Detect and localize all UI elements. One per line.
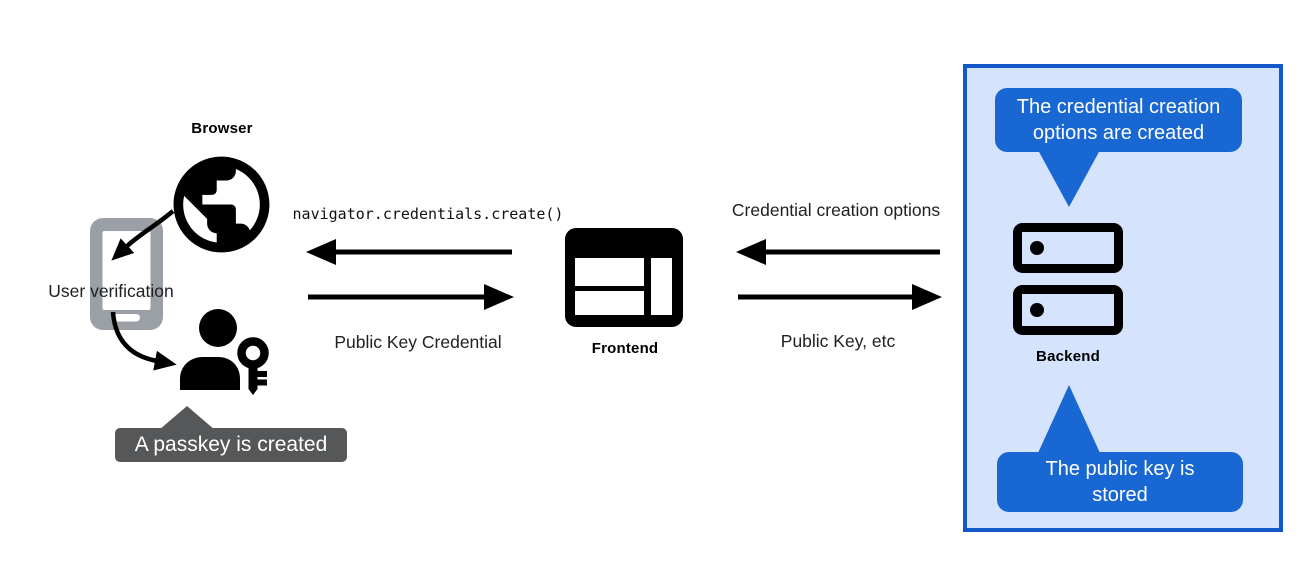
public-key-etc-label: Public Key, etc: [780, 331, 896, 351]
key-stored-tooltip: The public key is stored: [997, 452, 1243, 512]
options-created-tooltip: The credential creation options are crea…: [995, 88, 1242, 152]
key-stored-tooltip-text: The public key is stored: [1045, 458, 1195, 506]
navigator-credentials-create-label: navigator.credentials.create(): [292, 205, 564, 223]
browser-label: Browser: [191, 120, 253, 137]
frontend-label: Frontend: [591, 340, 659, 357]
globe-icon: [173, 156, 270, 253]
user-verification-label: User verification: [48, 281, 174, 301]
options-created-tooltip-text: The credential creation options are crea…: [1016, 96, 1221, 144]
smartphone-icon: [90, 218, 163, 330]
public-key-credential-label: Public Key Credential: [334, 332, 502, 352]
passkey-tooltip-pointer: [159, 406, 215, 430]
credential-creation-options-label: Credential creation options: [731, 200, 941, 220]
browser-window-icon: [565, 228, 683, 327]
passkey-tooltip: A passkey is created: [115, 428, 347, 462]
server-stack-icon: [1013, 223, 1123, 335]
backend-label: Backend: [1036, 348, 1100, 365]
person-with-key-icon: [180, 309, 269, 395]
